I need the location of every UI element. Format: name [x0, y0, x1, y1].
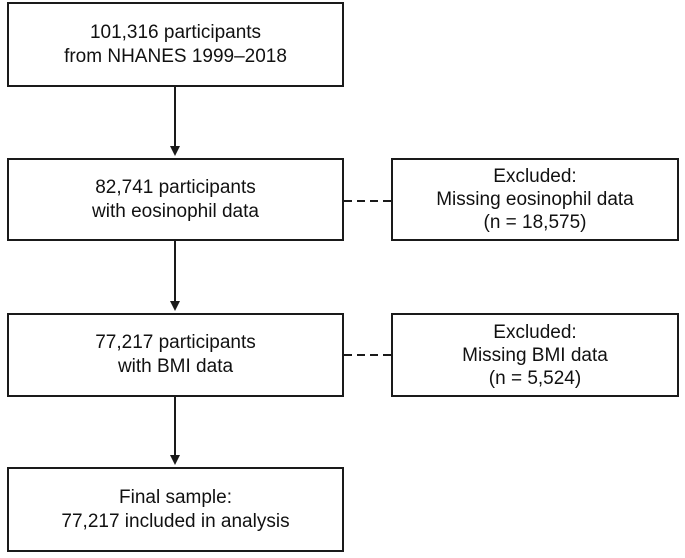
exclusion-box-line: Missing BMI data — [462, 344, 608, 366]
step-box-line: 77,217 included in analysis — [61, 510, 290, 532]
exclusion-box-line: (n = 18,575) — [483, 212, 587, 233]
exclusion-box-eosinophil: Excluded: Missing eosinophil data (n = 1… — [391, 158, 679, 241]
step-box-line: 101,316 participants — [89, 21, 262, 43]
exclusion-box-bmi: Excluded: Missing BMI data (n = 5,524) — [391, 313, 679, 397]
exclusion-box-line: Missing eosinophil data — [436, 189, 634, 210]
step-box-line: 82,741 participants — [95, 176, 256, 198]
step-box-line: Final sample: — [119, 486, 232, 508]
exclusion-box-line: (n = 5,524) — [488, 367, 582, 389]
step-box-eosinophil: 82,741 participants with eosinophil data — [7, 158, 344, 241]
step-box-final-sample: Final sample: 77,217 included in analysi… — [7, 467, 344, 552]
exclusion-box-line: Excluded: — [493, 321, 577, 343]
step-box-line: 77,217 participants — [95, 332, 256, 353]
step-box-initial-participants: 101,316 participants from NHANES 1999–20… — [7, 2, 344, 87]
step-box-line: from NHANES 1999–2018 — [64, 45, 287, 67]
step-box-line: with eosinophil data — [92, 200, 259, 222]
exclusion-box-line: Excluded: — [493, 166, 577, 187]
step-box-bmi: 77,217 participants with BMI data — [7, 313, 344, 397]
step-box-line: with BMI data — [117, 356, 234, 377]
